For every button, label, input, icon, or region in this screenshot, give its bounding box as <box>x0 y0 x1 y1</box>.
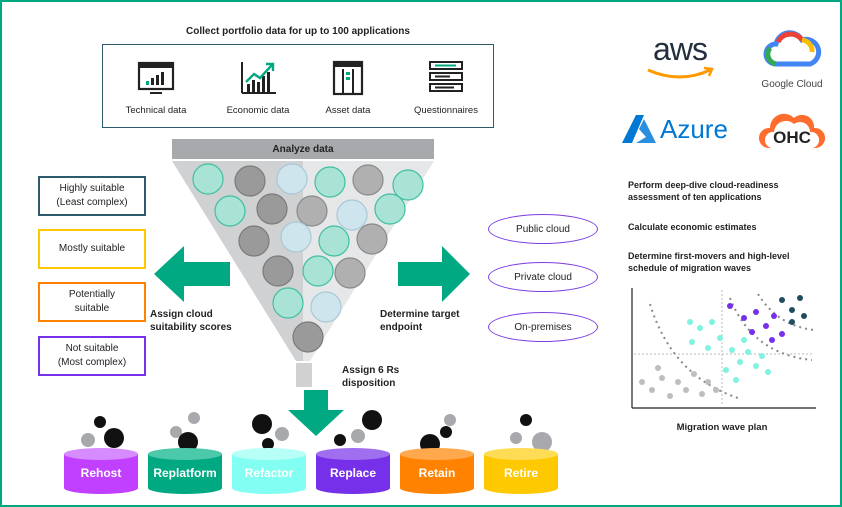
ohc-cloud-icon <box>758 113 826 148</box>
cylinder-shape <box>64 448 138 494</box>
monitor-chart-icon <box>137 61 175 94</box>
arrow-down-icon <box>288 390 344 436</box>
suitability-highly: Highly suitable (Least complex) <box>38 176 146 216</box>
disposition-label: Refactor <box>244 466 294 480</box>
disposition-replatform: Replatform <box>148 448 222 494</box>
source-label: Technical data <box>125 105 187 116</box>
application-circles <box>192 163 424 353</box>
aws-smile-icon <box>647 66 714 79</box>
azure-logo: Azure <box>622 112 742 148</box>
source-label: Questionnaires <box>414 105 478 116</box>
assign-6rs-label: Assign 6 Rs disposition <box>342 365 400 389</box>
aws-logo: aws <box>640 32 720 84</box>
google-cloud-text: Google Cloud <box>761 79 823 90</box>
aws-logo-text: aws <box>653 31 708 67</box>
data-sources-box <box>102 44 494 128</box>
funnel-header-bar <box>172 139 434 159</box>
google-cloud-icon <box>763 30 822 67</box>
arrow-left-icon <box>154 246 230 302</box>
disposition-retire: Retire <box>484 448 558 494</box>
disposition-label: Retain <box>418 466 456 480</box>
disposition-label: Rehost <box>80 466 122 480</box>
google-cloud-logo: Google Cloud <box>754 28 830 94</box>
arrow-right-icon <box>398 246 470 302</box>
funnel-spout <box>296 363 312 387</box>
disposition-retain: Retain <box>400 448 474 494</box>
cylinder-shape <box>148 448 222 494</box>
source-label: Asset data <box>325 105 371 116</box>
wave-points-purple <box>727 303 785 343</box>
cylinder-shape <box>400 448 474 494</box>
list-form-icon <box>429 61 463 92</box>
source-label: Economic data <box>226 105 290 116</box>
disposition-replace: Replace <box>316 448 390 494</box>
step-deep-dive: Perform deep-dive cloud-readiness assess… <box>628 180 779 202</box>
endpoint-on-premises: On-premises <box>488 312 598 342</box>
wave-points-teal <box>687 319 771 383</box>
server-rack-icon <box>332 60 364 96</box>
suitability-mostly: Mostly suitable <box>38 229 146 269</box>
source-asset: Asset data <box>304 60 392 116</box>
determine-endpoint-label: Determine target endpoint <box>380 309 460 333</box>
collect-title: Collect portfolio data for up to 100 app… <box>186 26 410 37</box>
assign-suitability-label: Assign cloud suitability scores <box>150 309 232 333</box>
cylinder-shape <box>484 448 558 494</box>
cylinder-shape <box>232 448 306 494</box>
disposition-refactor: Refactor <box>232 448 306 494</box>
disposition-decorations <box>81 410 552 454</box>
disposition-label: Replatform <box>153 466 217 480</box>
ohc-text: OHC <box>773 128 811 147</box>
growth-chart-icon <box>241 62 276 94</box>
endpoint-public-cloud: Public cloud <box>488 214 598 244</box>
step-first-movers: Determine first-movers and high-level sc… <box>628 251 790 273</box>
wave-curve-3 <box>757 293 815 331</box>
wave-curve-1 <box>649 303 739 399</box>
analysis-funnel <box>172 139 434 387</box>
source-questionnaires: Questionnaires <box>402 60 490 116</box>
step-economic: Calculate economic estimates <box>628 222 757 232</box>
disposition-rehost: Rehost <box>64 448 138 494</box>
azure-icon <box>622 115 656 143</box>
source-technical: Technical data <box>112 60 200 116</box>
endpoint-private-cloud: Private cloud <box>488 262 598 292</box>
suitability-not: Not suitable (Most complex) <box>38 336 146 376</box>
disposition-label: Replace <box>329 466 377 480</box>
disposition-label: Retire <box>503 466 538 480</box>
wave-points-dark <box>779 295 807 325</box>
funnel-label: Analyze data <box>272 144 334 155</box>
source-economic: Economic data <box>214 60 302 116</box>
azure-text: Azure <box>660 114 728 144</box>
wave-points-grey <box>639 365 719 399</box>
wave-curve-2 <box>729 297 813 361</box>
suitability-potentially: Potentially suitable <box>38 282 146 322</box>
migration-wave-plot <box>631 288 816 409</box>
migration-wave-plan-label: Migration wave plan <box>676 422 768 433</box>
ohc-logo: OHC <box>758 106 826 154</box>
cylinder-shape <box>316 448 390 494</box>
